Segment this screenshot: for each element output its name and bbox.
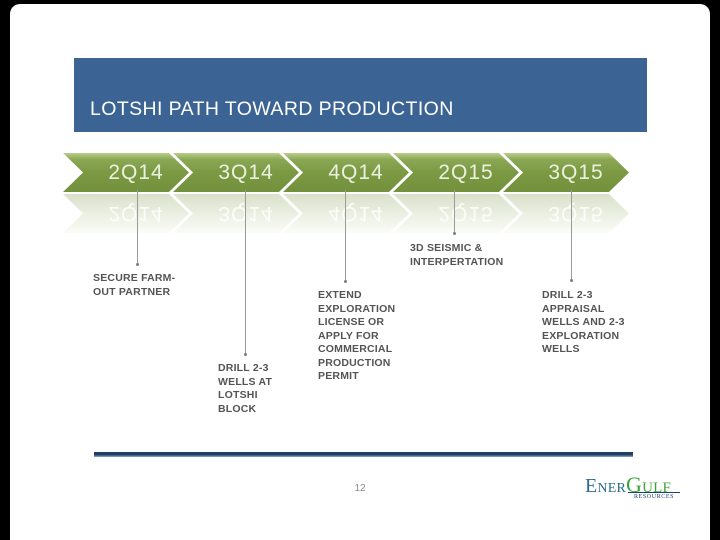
timeline-chevron-3q15: 3Q15 [503, 153, 629, 192]
energulf-logo: EnerGulf RESOURCES [585, 472, 680, 506]
timeline-chevron-3q14: 3Q14 [173, 153, 299, 192]
connector-line-3q15 [571, 190, 572, 281]
slide-canvas: LOTSHI PATH TOWARD PRODUCTION 2Q14 3Q14 … [10, 4, 710, 540]
chevron-quarter-label: 4Q14 [328, 161, 384, 184]
logo-text-ener: Ener [585, 475, 627, 497]
timeline-band: 2Q14 3Q14 4Q14 2Q15 3Q15 [63, 153, 635, 192]
logo-tagline-resources: RESOURCES [628, 492, 680, 500]
page-number: 12 [354, 483, 366, 494]
chevron-quarter-label: 3Q14 [218, 161, 274, 184]
chevron-quarter-label: 2Q14 [108, 161, 164, 184]
milestone-text-4q14: EXTEND EXPLORATION LICENSE OR APPLY FOR … [318, 289, 396, 382]
connector-line-2q15 [454, 190, 455, 234]
connector-dot-2q14 [136, 263, 139, 266]
timeline-chevron-2q14: 2Q14 [63, 153, 189, 192]
reflection-fade-overlay [10, 193, 710, 251]
timeline-chevron-2q15: 2Q15 [393, 153, 519, 192]
connector-dot-2q15 [453, 232, 456, 235]
milestone-text-2q14: SECURE FARM- OUT PARTNER [93, 272, 176, 298]
connector-dot-3q15 [570, 279, 573, 282]
chevron-quarter-label: 2Q15 [438, 161, 494, 184]
connector-line-4q14 [345, 190, 346, 282]
milestone-text-3q15: DRILL 2-3 APPRAISAL WELLS AND 2-3 EXPLOR… [542, 289, 625, 355]
milestone-text-2q15: 3D SEISMIC & INTERPERTATION [410, 242, 504, 268]
chevron-quarter-label: 3Q15 [548, 161, 604, 184]
slide-title: LOTSHI PATH TOWARD PRODUCTION [90, 98, 454, 120]
connector-dot-3q14 [244, 353, 247, 356]
connector-line-2q14 [137, 190, 138, 265]
timeline-chevron-4q14: 4Q14 [283, 153, 409, 192]
footer-divider-line [94, 452, 633, 457]
milestone-text-3q14: DRILL 2-3 WELLS AT LOTSHI BLOCK [218, 362, 273, 415]
connector-line-3q14 [245, 190, 246, 355]
connector-dot-4q14 [344, 280, 347, 283]
slide-title-bar: LOTSHI PATH TOWARD PRODUCTION [74, 58, 647, 132]
